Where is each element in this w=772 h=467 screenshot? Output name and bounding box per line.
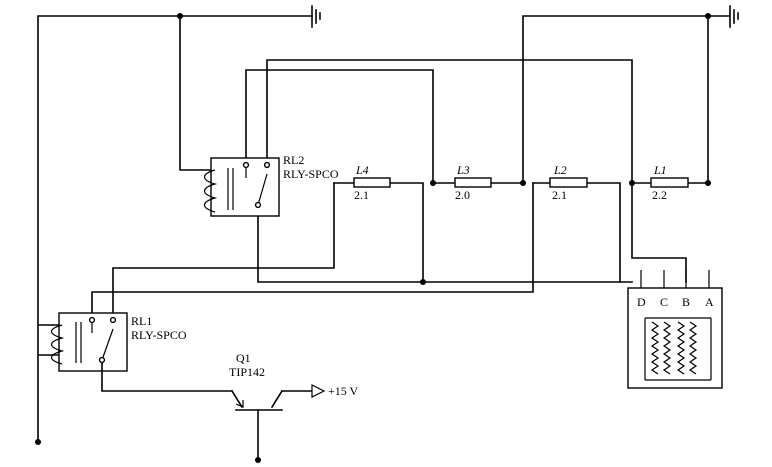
heater-terminal-c: C <box>660 295 668 309</box>
resistor-l3-ref: L3 <box>456 163 470 177</box>
junction-dot <box>705 13 711 19</box>
relay-rl2-type: RLY-SPCO <box>283 167 339 181</box>
junction-dot <box>255 457 261 463</box>
resistor-l4-value: 2.1 <box>354 188 369 202</box>
resistor-l2-ref: L2 <box>553 163 567 177</box>
heater-terminal-b: B <box>682 295 690 309</box>
resistor-l1-value: 2.2 <box>652 188 667 202</box>
relay-rl2-ref: RL2 <box>283 153 304 167</box>
junction-dot <box>520 180 526 186</box>
ground-right-icon <box>729 5 739 28</box>
transistor-q1-ref: Q1 <box>236 351 251 365</box>
transistor-q1-type: TIP142 <box>229 365 265 379</box>
resistor-l1-ref: L1 <box>653 163 667 177</box>
heater-terminal-d: D <box>637 295 646 309</box>
rl2-contact-wires <box>245 59 633 283</box>
resistor-l3 <box>454 177 492 188</box>
resistor-network-wires <box>91 182 709 317</box>
relay-rl2 <box>203 157 280 217</box>
supply-label: +15 V <box>328 384 359 398</box>
resistor-l1 <box>650 177 689 188</box>
relay-rl1 <box>50 312 128 372</box>
right-rail-wires <box>522 15 731 184</box>
resistor-l2 <box>549 177 588 188</box>
resistor-l4 <box>353 177 391 188</box>
ground-left-icon <box>311 5 321 28</box>
junction-dot <box>705 180 711 186</box>
left-rail-wires <box>37 15 313 443</box>
junction-dot <box>177 13 183 19</box>
junction-dot <box>420 279 426 285</box>
junction-dot <box>35 439 41 445</box>
resistor-l2-value: 2.1 <box>552 188 567 202</box>
relay-rl1-ref: RL1 <box>131 314 152 328</box>
resistor-l4-ref: L4 <box>355 163 369 177</box>
heater-terminal-a: A <box>705 295 714 309</box>
heater-element <box>627 270 723 389</box>
junction-dot <box>430 180 436 186</box>
relay-rl1-type: RLY-SPCO <box>131 328 187 342</box>
transistor-q1 <box>101 362 326 461</box>
resistor-l3-value: 2.0 <box>455 188 470 202</box>
